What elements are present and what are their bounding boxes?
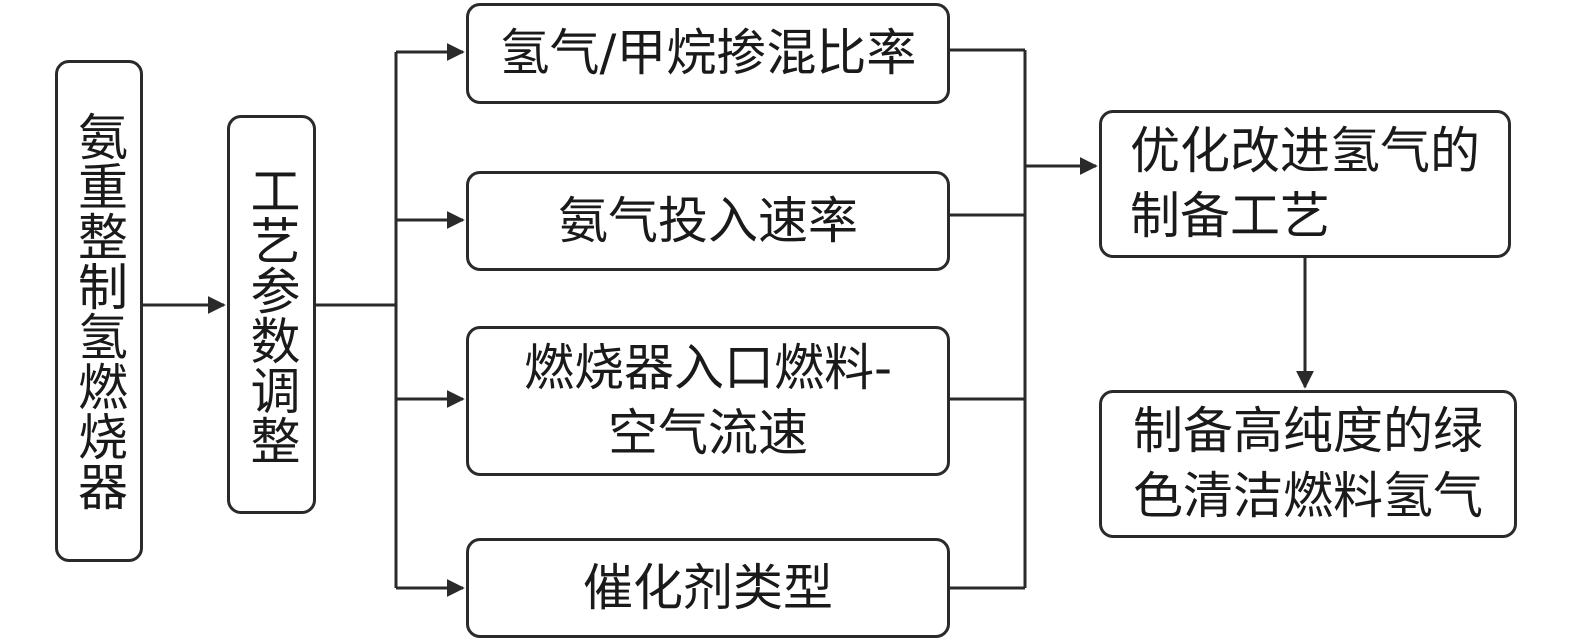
node-result: 制备高纯度的绿 色清洁燃料氢气 [1099,390,1517,538]
node-param2: 氨气投入速率 [466,171,950,271]
node-param2-label: 氨气投入速率 [558,191,858,250]
node-source: 氨重整制氢燃烧器 [55,60,143,562]
node-result-label: 制备高纯度的绿 色清洁燃料氢气 [1133,402,1483,525]
node-optimize: 优化改进氢气的 制备工艺 [1099,110,1511,258]
node-param1: 氢气/甲烷掺混比率 [466,3,950,104]
node-adjust-label: 工艺参数调整 [242,164,301,465]
node-param3: 燃烧器入口燃料- 空气流速 [466,326,950,476]
node-param1-label: 氢气/甲烷掺混比率 [499,24,917,82]
node-param4-label: 催化剂类型 [583,558,833,617]
node-param4: 催化剂类型 [466,538,950,638]
node-param3-label: 燃烧器入口燃料- 空气流速 [523,339,893,462]
node-adjust: 工艺参数调整 [227,115,316,514]
node-source-label: 氨重整制氢燃烧器 [70,111,128,511]
node-optimize-label: 优化改进氢气的 制备工艺 [1130,122,1480,245]
